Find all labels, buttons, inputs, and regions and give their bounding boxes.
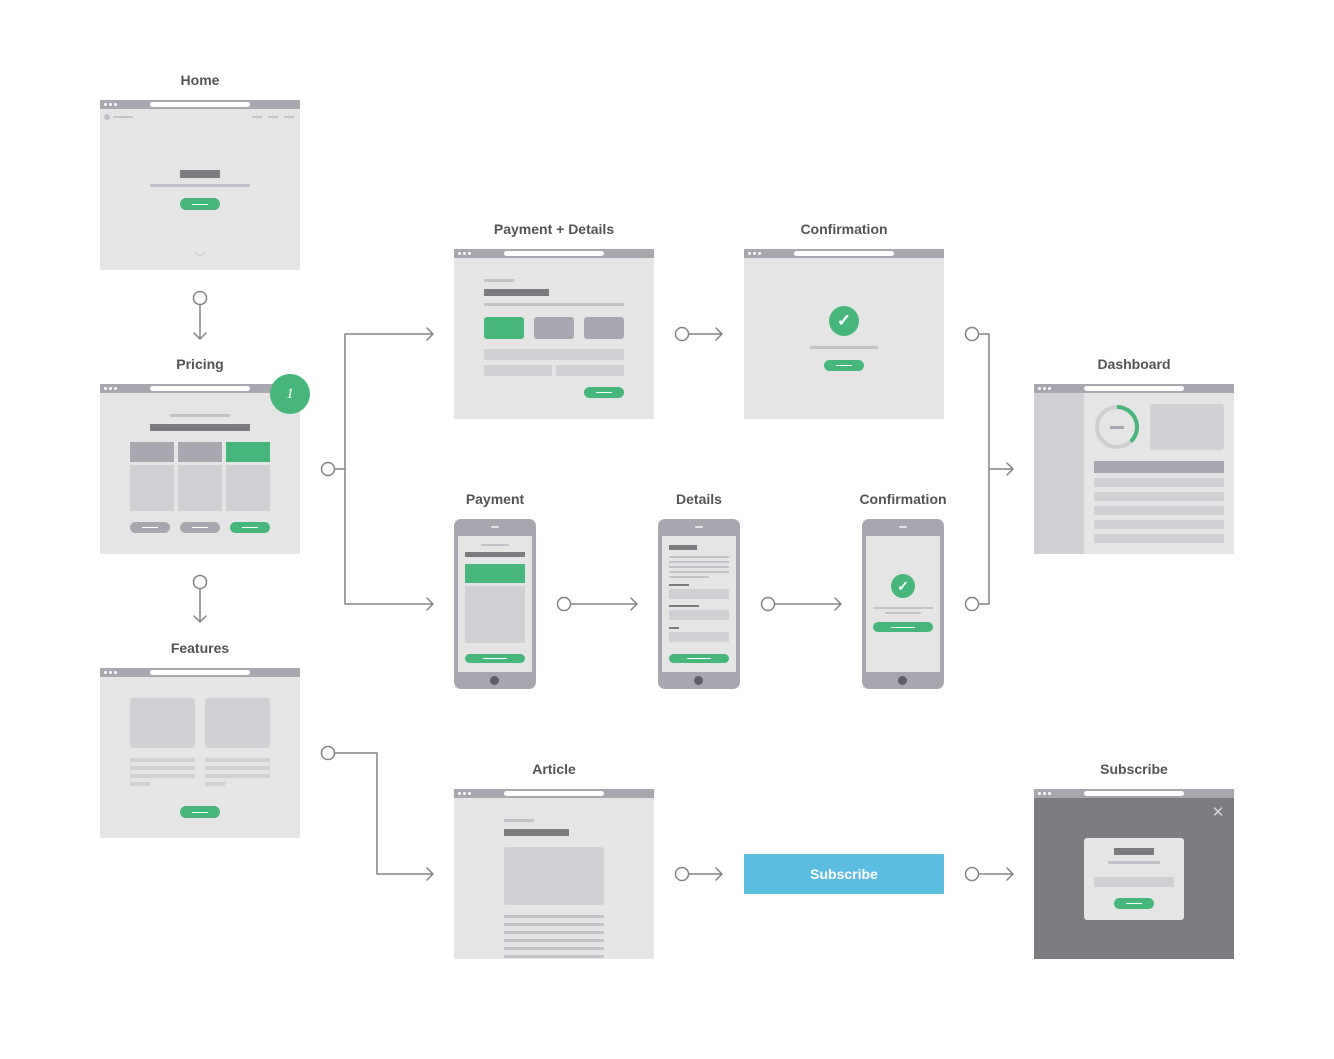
home-button-icon: [898, 676, 907, 685]
progress-ring-icon: [1095, 404, 1139, 449]
connector-payment-details-to-confirmation: [674, 326, 723, 342]
label-payment-details: Payment + Details: [493, 221, 615, 237]
label-payment-mobile: Payment: [465, 491, 525, 507]
connector-subscribe-button-to-modal: [964, 866, 1014, 882]
connector-pricing-to-checkout: [320, 327, 434, 611]
close-icon[interactable]: ✕: [1211, 804, 1225, 821]
check-icon: ✓: [829, 306, 859, 336]
connector-article-to-subscribe-button: [674, 866, 723, 882]
connector-payment-to-details: [556, 596, 638, 612]
chevron-down-icon: ⌵: [194, 244, 206, 260]
pricing-wireframe: [100, 384, 300, 554]
check-icon: ✓: [891, 574, 915, 598]
label-details-mobile: Details: [676, 491, 722, 507]
home-wireframe: ⌵: [100, 100, 300, 270]
home-button-icon: [694, 676, 703, 685]
confirmation-mobile-wireframe: ✓: [862, 519, 944, 689]
label-dashboard: Dashboard: [1097, 356, 1171, 372]
home-button-icon: [490, 676, 499, 685]
payment-mobile-wireframe: [454, 519, 536, 689]
payment-details-wireframe: [454, 249, 654, 419]
label-home: Home: [180, 72, 220, 88]
features-wireframe: [100, 668, 300, 838]
connector-details-to-confirmation: [760, 596, 842, 612]
label-subscribe: Subscribe: [1100, 761, 1168, 777]
article-wireframe: [454, 789, 654, 959]
step-number-badge: 1: [270, 374, 310, 414]
confirmation-desktop-wireframe: ✓: [744, 249, 944, 419]
details-mobile-wireframe: [658, 519, 740, 689]
label-confirmation-desktop: Confirmation: [800, 221, 888, 237]
label-article: Article: [532, 761, 576, 777]
label-features: Features: [170, 640, 230, 656]
subscribe-button[interactable]: Subscribe: [744, 854, 944, 894]
label-confirmation-mobile: Confirmation: [859, 491, 947, 507]
dashboard-wireframe: [1034, 384, 1234, 554]
connector-home-to-pricing: [192, 290, 208, 340]
connector-pricing-to-features: [192, 574, 208, 623]
connector-confirmation-to-dashboard: [964, 326, 1014, 612]
connector-features-to-article: [320, 745, 434, 881]
label-pricing: Pricing: [176, 356, 224, 372]
subscribe-modal-wireframe: ✕: [1034, 789, 1234, 959]
